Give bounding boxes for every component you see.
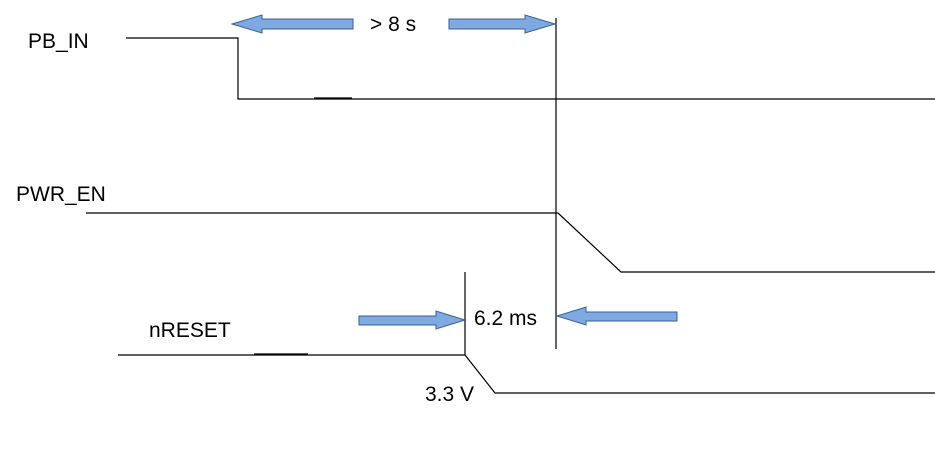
arrow-right-icon (358, 310, 467, 330)
long-press-interval-label: > 8 s (370, 13, 417, 36)
pwr-en-waveform (86, 212, 935, 273)
nreset-waveform (118, 354, 935, 394)
reset-delay-label: 6.2 ms (474, 307, 538, 330)
arrow-left-icon (555, 306, 678, 326)
pwr-en-label: PWR_EN (16, 183, 106, 206)
nreset-label: nRESET (149, 319, 231, 342)
pb-in-waveform (126, 37, 935, 100)
nreset-voltage-label: 3.3 V (425, 383, 475, 406)
arrow-left-icon (230, 14, 354, 34)
arrow-right-icon (448, 14, 557, 34)
pb-in-label: PB_IN (28, 30, 89, 53)
